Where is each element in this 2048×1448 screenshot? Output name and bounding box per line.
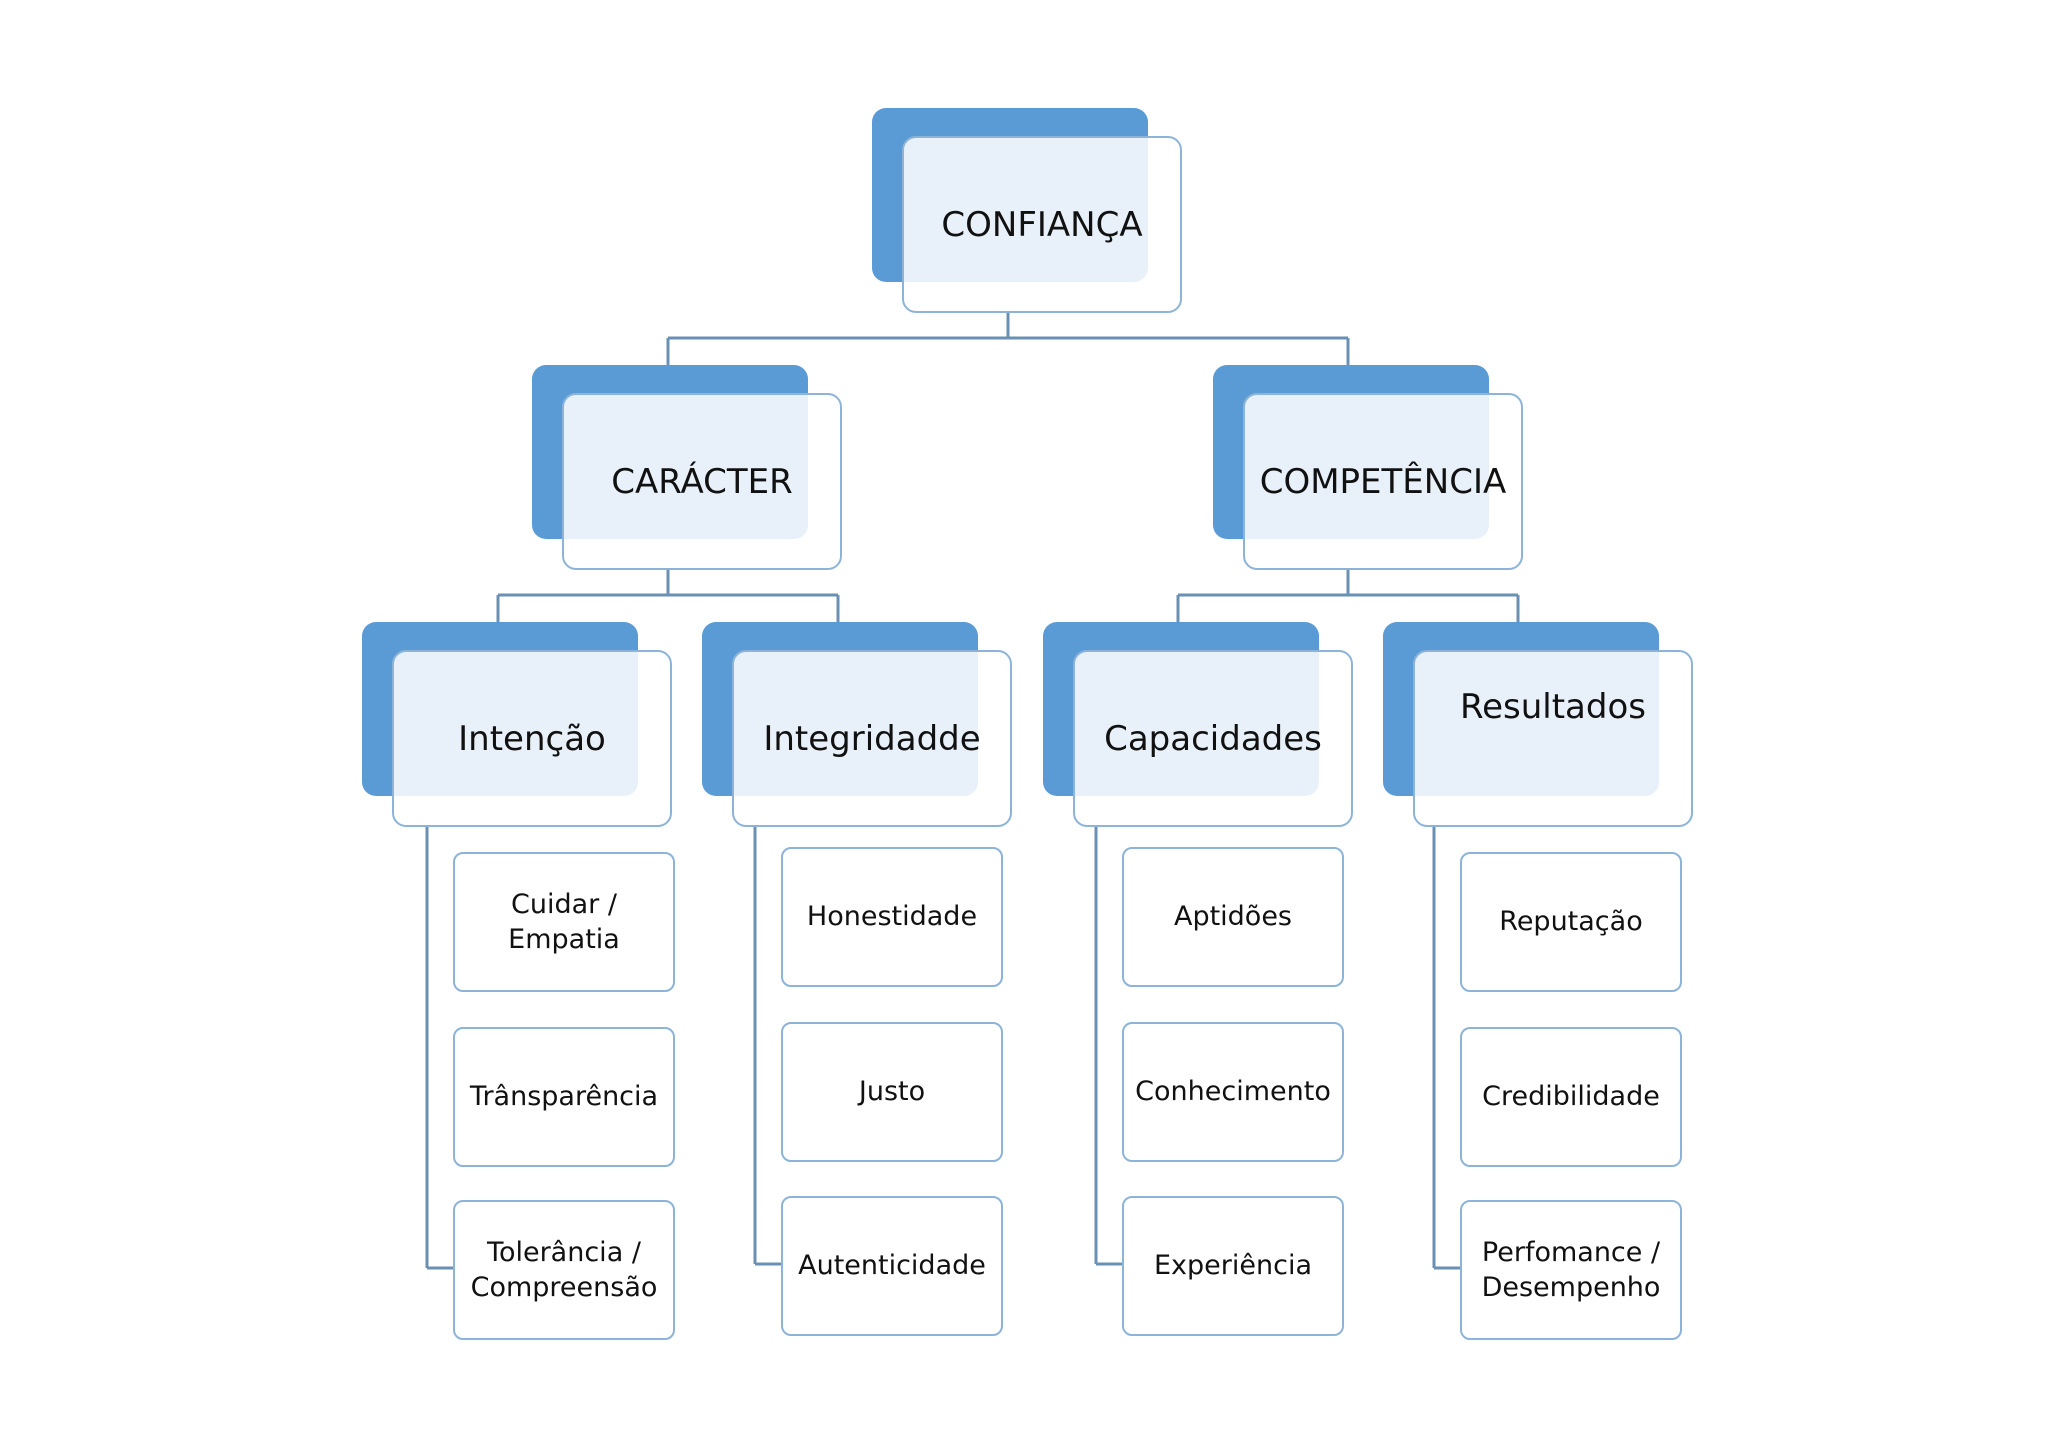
leaf-credibilidade: Credibilidade bbox=[1460, 1027, 1682, 1167]
leaf-tolerancia-compreensao: Tolerância / Compreensão bbox=[453, 1200, 675, 1340]
node-label: CONFIANÇA bbox=[941, 204, 1143, 245]
node-label: COMPETÊNCIA bbox=[1259, 461, 1507, 502]
leaf-experiencia: Experiência bbox=[1122, 1196, 1344, 1336]
leaf-performance-desempenho: Perfomance / Desempenho bbox=[1460, 1200, 1682, 1340]
leaf-cuidar-empatia: Cuidar / Empatia bbox=[453, 852, 675, 992]
leaf-transparencia: Trânsparência bbox=[453, 1027, 675, 1167]
node-label: Capacidades bbox=[1104, 718, 1322, 759]
leaf-aptidoes: Aptidões bbox=[1122, 847, 1344, 987]
node-label: Intenção bbox=[458, 718, 606, 759]
leaf-autenticidade: Autenticidade bbox=[781, 1196, 1003, 1336]
leaf-justo: Justo bbox=[781, 1022, 1003, 1162]
leaf-conhecimento: Conhecimento bbox=[1122, 1022, 1344, 1162]
leaf-reputacao: Reputação bbox=[1460, 852, 1682, 992]
node-label: CARÁCTER bbox=[611, 461, 793, 502]
leaf-honestidade: Honestidade bbox=[781, 847, 1003, 987]
node-label: Resultados bbox=[1460, 687, 1646, 727]
node-label: Integridadde bbox=[763, 718, 981, 759]
